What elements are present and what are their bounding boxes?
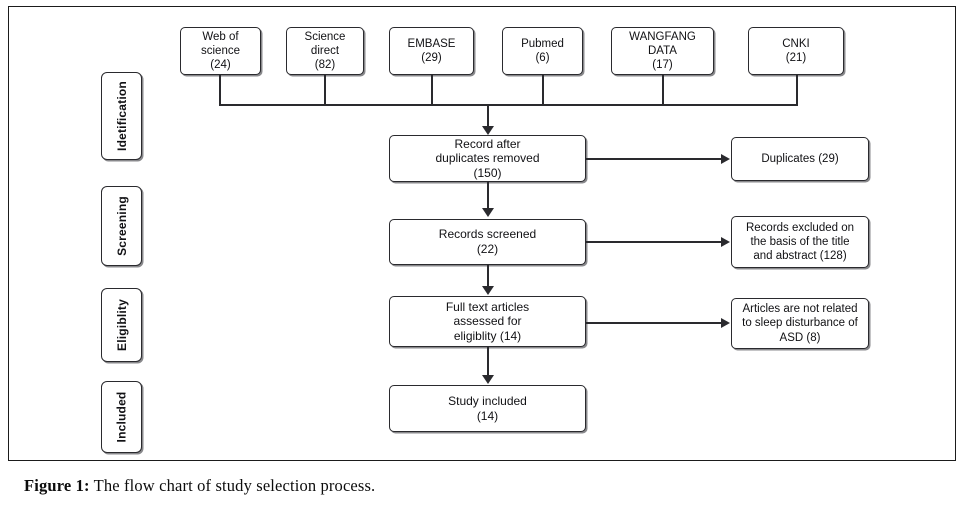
exclusion-box-duplicates[interactable]: Duplicates (29) (731, 137, 869, 181)
flow-box-records-screened[interactable]: Records screened (22) (389, 219, 586, 265)
connector-fulltext-to-included (487, 347, 489, 377)
source-box-embase[interactable]: EMBASE (29) (389, 27, 474, 75)
connector-deduplicated-to-screened (487, 182, 489, 210)
figure-caption: Figure 1: The flow chart of study select… (24, 476, 375, 496)
flow-box-full-text-assessed[interactable]: Full text articles assessed for eligibli… (389, 296, 586, 347)
connector-web-of-science-drop (219, 75, 221, 105)
arrowhead-deduplicated-to-screened (482, 208, 494, 217)
connector-identification-bus (219, 104, 798, 106)
source-box-web-of-science[interactable]: Web of science (24) (180, 27, 261, 75)
source-box-wangfang-data[interactable]: WANGFANG DATA (17) (611, 27, 714, 75)
arrowhead-bus-to-deduplicated (482, 126, 494, 135)
stage-label-included-text: Included (114, 391, 129, 443)
exclusion-box-not-related-asd[interactable]: Articles are not related to sleep distur… (731, 298, 869, 349)
arrowhead-fulltext-to-not-related (721, 317, 730, 328)
connector-bus-to-deduplicated (487, 104, 489, 129)
arrowhead-screened-to-fulltext (482, 286, 494, 295)
arrowhead-screened-to-excluded (721, 236, 730, 247)
stage-label-eligibility-text: Eligiblity (114, 298, 129, 352)
stage-label-identification: Idetification (101, 72, 142, 160)
connector-embase-drop (431, 75, 433, 105)
source-box-cnki[interactable]: CNKI (21) (748, 27, 844, 75)
connector-cnki-drop (796, 75, 798, 105)
stage-label-screening-text: Screening (114, 196, 129, 256)
figure-caption-lead: Figure 1: (24, 476, 90, 495)
stage-label-identification-text: Idetification (114, 81, 129, 151)
connector-pubmed-drop (542, 75, 544, 105)
figure-caption-text: The flow chart of study selection proces… (89, 476, 376, 495)
source-box-pubmed[interactable]: Pubmed (6) (502, 27, 583, 75)
flow-box-study-included[interactable]: Study included (14) (389, 385, 586, 432)
arrowhead-deduplicated-to-duplicates (721, 153, 730, 164)
connector-screened-to-excluded (586, 241, 722, 243)
connector-screened-to-fulltext (487, 265, 489, 288)
stage-label-eligibility: Eligiblity (101, 288, 142, 362)
flow-box-records-deduplicated[interactable]: Record after duplicates removed (150) (389, 135, 586, 182)
connector-deduplicated-to-duplicates (586, 158, 722, 160)
arrowhead-fulltext-to-included (482, 375, 494, 384)
exclusion-box-records-excluded[interactable]: Records excluded on the basis of the tit… (731, 216, 869, 268)
connector-fulltext-to-not-related (586, 322, 722, 324)
stage-label-screening: Screening (101, 186, 142, 266)
connector-science-direct-drop (324, 75, 326, 105)
stage-label-included: Included (101, 381, 142, 453)
source-box-science-direct[interactable]: Science direct (82) (286, 27, 364, 75)
connector-wangfang-drop (662, 75, 664, 105)
